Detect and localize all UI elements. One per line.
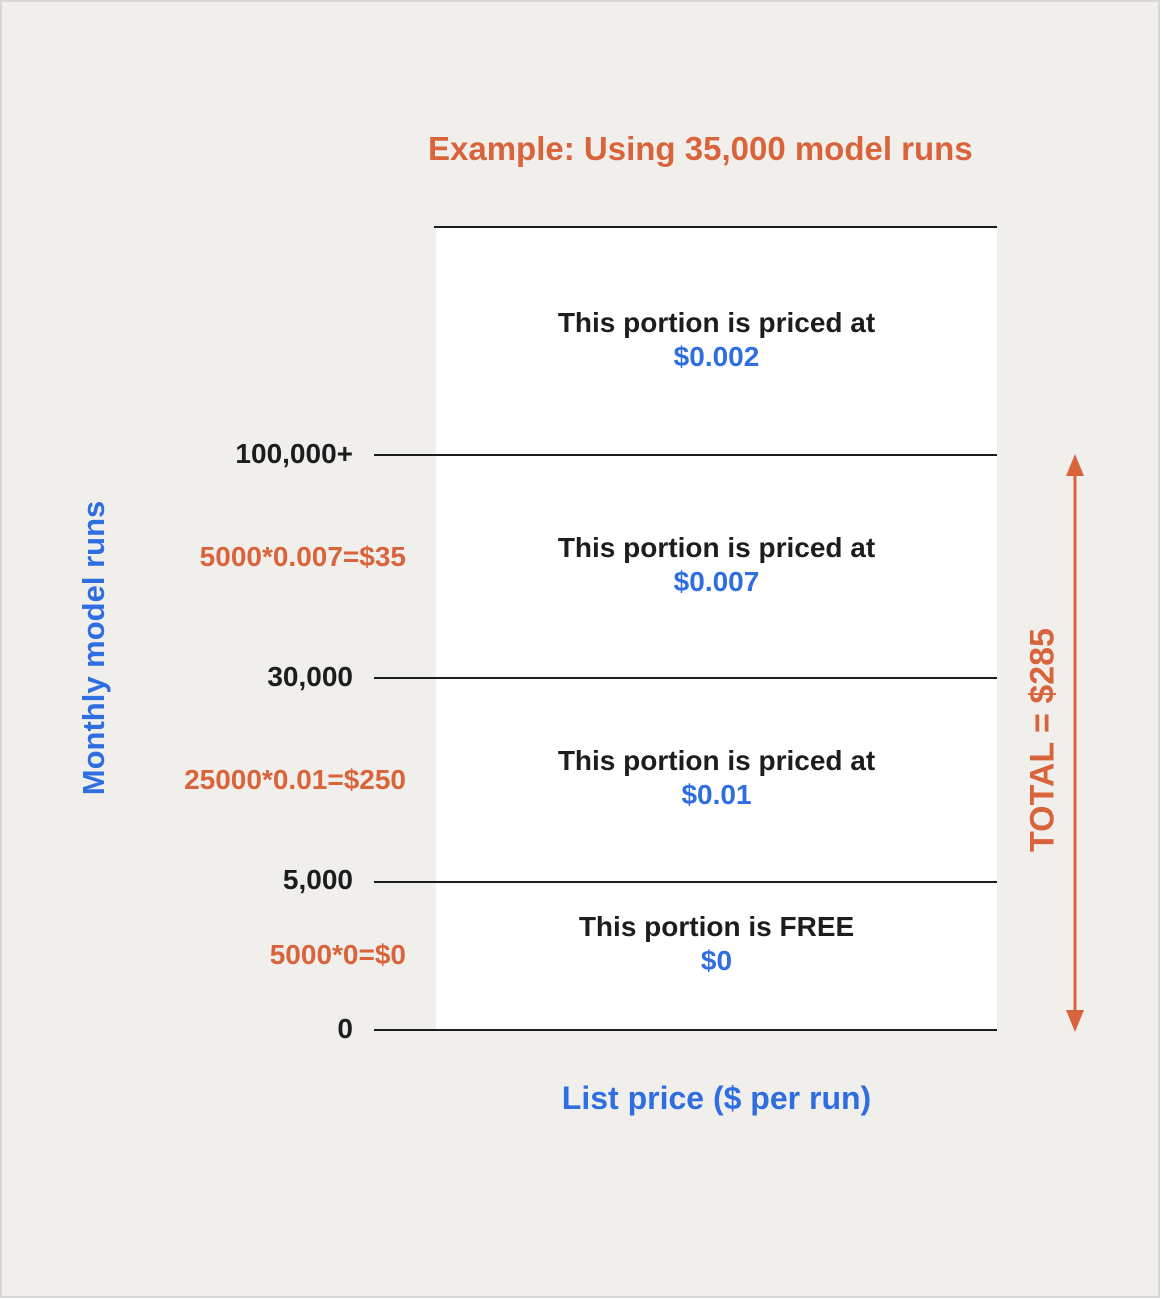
band-label: This portion is priced at [557,745,876,776]
tick-label-5000: 5,000 [282,864,353,895]
calc-tier-007: 5000*0.007=$35 [199,541,406,572]
tier-line-100000 [374,454,997,456]
y-axis-label: Monthly model runs [76,500,111,796]
band-price: $0.007 [673,566,760,597]
tick-label-30000: 30,000 [267,661,353,692]
tick-label-0: 0 [337,1013,353,1044]
arrow-head-up [1066,454,1084,476]
diagram-title: Example: Using 35,000 model runs [428,130,973,167]
band-price: $0.002 [673,341,760,372]
top-line [434,226,997,228]
band-price: $0.01 [681,779,752,810]
band-0002: This portion is priced at $0.002 [436,306,997,374]
tier-line-5000 [374,881,997,883]
calc-tier-free: 5000*0=$0 [269,939,406,970]
band-0007: This portion is priced at $0.007 [436,531,997,599]
total-label: TOTAL = $285 [1023,628,1062,852]
pricing-panel [436,227,997,1030]
band-price: $0 [700,945,733,976]
tick-label-100000: 100,000+ [235,438,353,469]
band-label: This portion is priced at [557,532,876,563]
band-001: This portion is priced at $0.01 [436,744,997,812]
total-double-arrow-icon [1066,454,1084,1032]
x-axis-label: List price ($ per run) [561,1080,872,1116]
arrow-head-down [1066,1010,1084,1032]
band-free: This portion is FREE $0 [436,910,997,978]
tier-line-30000 [374,677,997,679]
band-label: This portion is priced at [557,307,876,338]
tier-line-0 [374,1029,997,1031]
calc-tier-001: 25000*0.01=$250 [184,764,406,795]
band-label: This portion is FREE [578,911,855,942]
